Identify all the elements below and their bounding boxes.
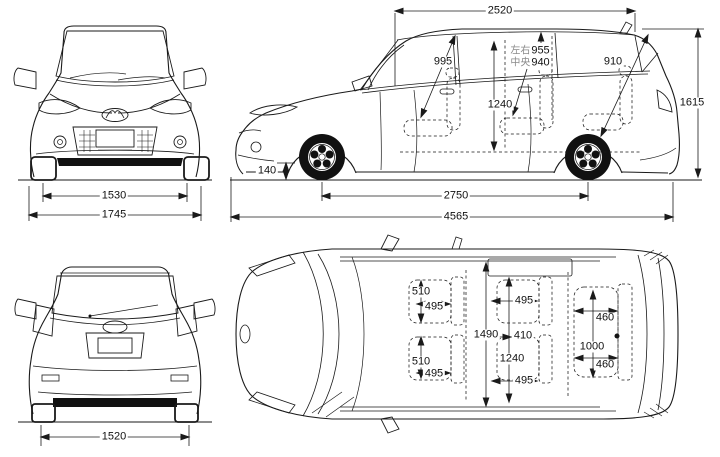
front-license-plate — [95, 129, 135, 148]
front-headlights — [38, 99, 192, 115]
front-wipers — [69, 72, 166, 81]
top-roof-side-lines — [340, 256, 616, 412]
rear-wheel-left — [31, 403, 56, 423]
rear-license-recess — [85, 332, 145, 359]
dim-headroom-center: 中央940 — [508, 56, 552, 69]
rear-view-drawing — [14, 266, 216, 446]
rear-reflector-right — [170, 374, 189, 382]
dim-seat-depth-row2-lower: 495 — [512, 374, 536, 387]
front-cowl-line — [55, 79, 175, 87]
front-fog-lamp-left — [53, 135, 67, 149]
side-a-pillar — [359, 39, 405, 91]
dim-seat-depth-row3-lower: 460 — [593, 358, 617, 371]
rear-lower-bumper-line — [37, 391, 193, 396]
side-headlamp — [248, 104, 299, 116]
front-grille-mesh — [79, 130, 153, 152]
dim-seat-depth-row3-upper: 460 — [593, 311, 617, 324]
rear-glass — [51, 275, 179, 320]
top-sunroof — [487, 258, 573, 277]
rear-license-plate — [97, 337, 133, 354]
rear-reflector-left — [41, 374, 60, 382]
side-c-pillar — [554, 32, 559, 79]
front-body-outline — [29, 25, 201, 178]
rear-wheel-right — [174, 403, 199, 423]
side-antenna — [619, 21, 633, 34]
dim-headroom-center-value: 940 — [531, 56, 550, 69]
rear-bumper-line — [32, 365, 198, 371]
side-front-wheel — [298, 133, 346, 181]
top-mirror-upper — [380, 234, 400, 252]
front-hood-creases — [49, 93, 181, 114]
dim-headroom-side: 左右955 — [508, 44, 552, 57]
dim-seat-depth-front-lower: 495 — [422, 367, 446, 380]
side-rear-bumper-line — [639, 147, 677, 161]
top-headlights — [248, 254, 296, 414]
front-mirror-left — [13, 67, 37, 90]
top-body-outline — [235, 248, 679, 420]
rear-tail-lamps — [32, 304, 198, 337]
side-roof-drip — [396, 31, 636, 41]
top-rear-corner-hatch — [643, 249, 669, 419]
dim-seat-depth-front-upper: 495 — [422, 300, 446, 313]
dim-seat-depth-row2-upper: 495 — [512, 294, 536, 307]
front-fog-lamp-right — [173, 135, 187, 149]
rear-mirror-right — [193, 298, 216, 320]
front-air-dam — [57, 158, 183, 166]
front-view-drawing — [13, 25, 212, 221]
dim-overall-height: 1615 — [677, 96, 707, 109]
top-mirror-lower — [380, 416, 400, 434]
dim-headroom-side-value: 955 — [531, 44, 550, 57]
dim-seat-width-front-lower: 510 — [409, 355, 433, 368]
front-wheel-left — [30, 156, 57, 181]
top-rear-glass-arcs — [637, 254, 665, 414]
rear-logo — [102, 320, 128, 334]
side-body-outline — [235, 28, 680, 175]
dim-front-track: 1530 — [99, 189, 129, 202]
rear-tailgate-crease — [49, 317, 181, 326]
dim-rear-headroom: 910 — [601, 55, 625, 68]
top-antenna — [451, 236, 463, 250]
side-front-bumper-lines — [237, 129, 275, 162]
dim-ground-clearance: 140 — [255, 164, 279, 177]
dim-interior-width-row3: 1000 — [577, 340, 607, 353]
dim-interior-width: 1490 — [471, 328, 501, 341]
rear-wiper — [89, 304, 159, 317]
dim-rear-track: 1520 — [99, 430, 129, 443]
front-windshield — [55, 30, 175, 83]
top-view-drawing — [235, 234, 679, 434]
side-fog-lamp — [250, 141, 262, 153]
dim-roof-span: 2520 — [485, 4, 515, 17]
front-grille-outline — [72, 126, 158, 156]
dim-overall-width: 1745 — [99, 208, 129, 221]
rear-air-dam — [53, 398, 177, 407]
top-anchor-dot — [614, 333, 620, 339]
top-roof-front-arc — [351, 256, 365, 412]
dim-seat-gap-row2: 410 — [511, 329, 535, 342]
top-wipers — [311, 391, 355, 418]
dim-interior-height: 1240 — [485, 98, 515, 111]
top-logo — [239, 324, 251, 344]
front-mirror-right — [183, 67, 207, 90]
side-door-cutlines — [379, 83, 532, 173]
front-bumper-line — [35, 149, 195, 155]
dim-headroom-center-label: 中央 — [510, 57, 531, 69]
front-wheel-right — [183, 156, 210, 181]
side-mirror — [351, 75, 373, 92]
rear-mirror-left — [14, 298, 37, 320]
dim-seat-width-front-upper: 510 — [409, 285, 433, 298]
dim-wheelbase: 2750 — [441, 189, 471, 202]
dim-overall-length: 4565 — [441, 210, 471, 223]
dim-front-headroom: 995 — [431, 55, 455, 68]
dim-headroom-side-label: 左右 — [510, 45, 531, 57]
dim-interior-width-row2: 1240 — [497, 352, 527, 365]
front-logo-wing — [105, 110, 125, 119]
rear-body-outline — [28, 266, 202, 415]
side-tail-lamp — [656, 89, 673, 113]
side-door-handle-rear — [517, 86, 533, 93]
side-rear-wheel — [564, 133, 612, 181]
top-windshield-arcs — [302, 251, 340, 417]
front-logo — [101, 108, 129, 122]
